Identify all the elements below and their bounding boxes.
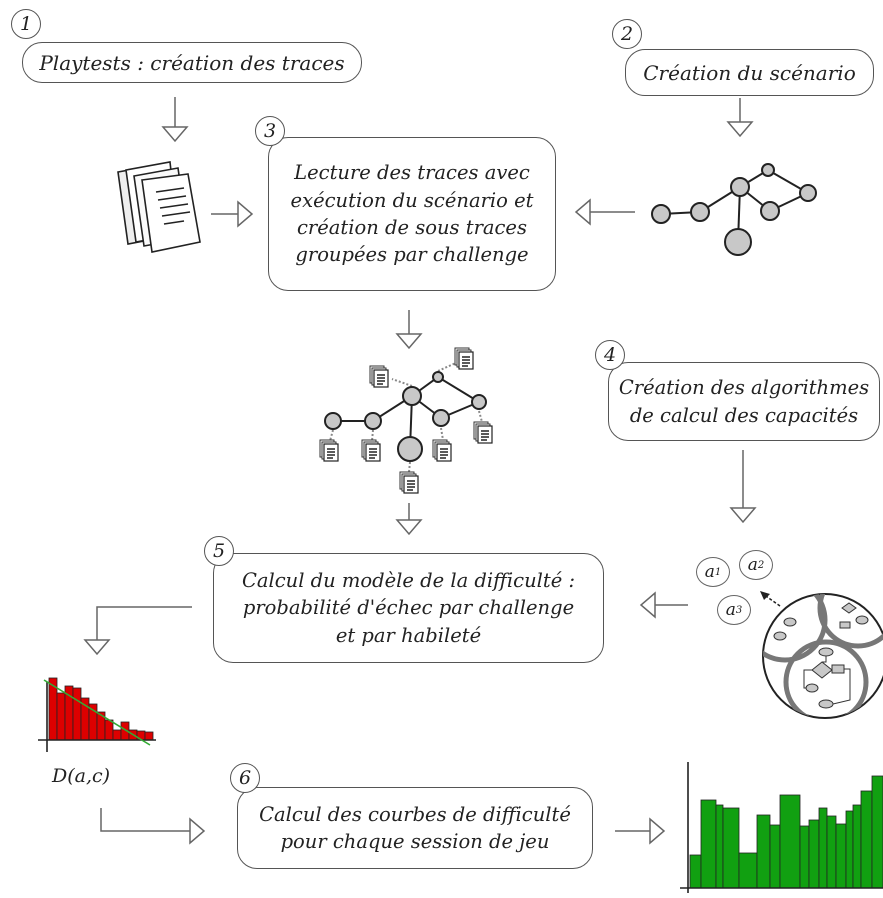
step-5-line-2: probabilité d'échec par challenge (242, 596, 575, 620)
step-1-box: Playtests : création des traces (22, 42, 362, 83)
step-6-line-2: pour chaque session de jeu (280, 830, 550, 853)
arrow-icon (615, 817, 666, 845)
step-5-number: 5 (204, 536, 234, 566)
step-1-line-1: Playtests : création des traces (39, 50, 345, 75)
difficulty-bar (689, 854, 702, 889)
step-6-box: Calcul des courbes de difficulté pour ch… (237, 787, 593, 869)
difficulty-bar (799, 825, 810, 889)
difficulty-bar (835, 823, 847, 889)
arrow-icon (729, 450, 757, 524)
ability-a3-index: 3 (735, 604, 743, 616)
ability-a1-letter: a (704, 562, 715, 582)
document-stack-icon (117, 161, 201, 253)
difficulty-model-histogram (38, 677, 156, 752)
ability-a2-letter: a (747, 555, 758, 575)
algorithm-lens-icon (760, 591, 883, 719)
arrow-icon (83, 606, 192, 656)
step-2-line-1: Création du scénario (643, 60, 856, 85)
histogram-bar (56, 692, 66, 741)
difficulty-bar (852, 804, 862, 889)
arrow-icon (395, 503, 423, 536)
arrow-icon (395, 310, 423, 350)
difficulty-bar (779, 794, 801, 889)
arrow-icon (100, 808, 206, 845)
step-4-number: 4 (595, 340, 625, 370)
difficulty-bar (756, 814, 771, 889)
step-3-line-3: création de sous traces (297, 216, 527, 239)
arrow-icon (639, 591, 688, 619)
difficulty-bar (871, 775, 883, 889)
difficulty-bar (845, 810, 854, 889)
step-2-box: Création du scénario (625, 49, 874, 96)
step-4-line-2: de calcul des capacités (629, 403, 859, 427)
step-5-line-1: Calcul du modèle de la difficulté : (241, 569, 576, 593)
difficulty-bar (715, 804, 724, 889)
ability-a2-index: 2 (757, 559, 765, 571)
difficulty-bar (860, 790, 873, 889)
step-6-number: 6 (230, 763, 260, 793)
difficulty-bar (722, 807, 740, 889)
step-1-number: 1 (11, 9, 41, 39)
arrow-icon (574, 198, 635, 226)
histogram-bar (112, 729, 122, 741)
step-5-line-3: et par habileté (335, 623, 482, 647)
step-3-box: Lecture des traces avec exécution du scé… (268, 137, 556, 291)
histogram-trend-line (43, 679, 151, 746)
histogram-label: D(a,c) (52, 765, 111, 787)
step-3-number: 3 (255, 116, 285, 146)
step-2-number: 2 (612, 19, 642, 49)
step-3-line-4: groupées par challenge (295, 243, 529, 267)
annotated-graph-icon (319, 347, 493, 494)
scenario-graph-icon (651, 163, 817, 256)
arrow-icon (726, 98, 754, 138)
difficulty-bar (700, 799, 717, 889)
difficulty-curve-chart (680, 762, 883, 893)
step-3-line-2: exécution du scénario et (290, 188, 534, 212)
histogram-bar (144, 731, 154, 741)
difficulty-bar (826, 815, 837, 889)
step-4-line-1: Création des algorithmes (618, 376, 870, 400)
difficulty-bar (808, 819, 820, 889)
step-3-line-1: Lecture des traces avec (294, 161, 530, 185)
arrow-icon (211, 200, 254, 228)
ability-a3-letter: a (725, 600, 736, 620)
step-4-box: Création des algorithmes de calcul des c… (608, 362, 880, 441)
difficulty-bar (818, 807, 828, 889)
step-6-line-1: Calcul des courbes de difficulté (259, 802, 571, 826)
histogram-bar (72, 687, 82, 741)
difficulty-bar (738, 852, 758, 889)
arrow-icon (161, 97, 189, 143)
step-5-box: Calcul du modèle de la difficulté : prob… (213, 553, 604, 663)
histogram-bar (104, 719, 114, 741)
ability-a1-index: 1 (714, 566, 722, 578)
difficulty-bar (769, 824, 781, 889)
